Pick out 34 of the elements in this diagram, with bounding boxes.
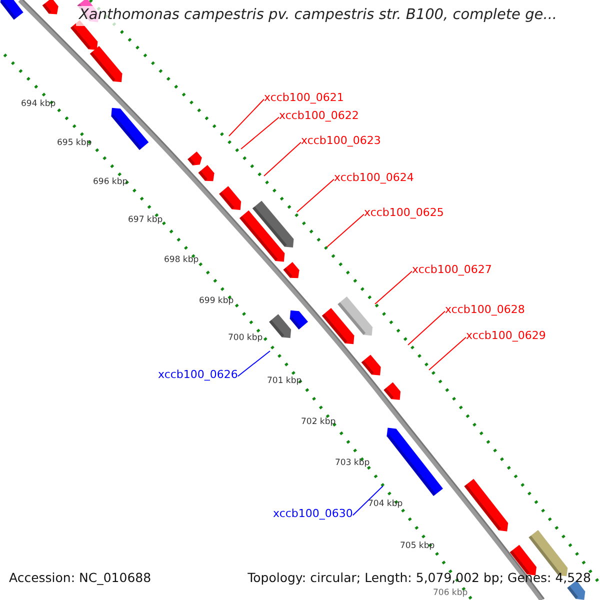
leader-line: [264, 142, 302, 176]
scale-label: 698 kbp: [164, 256, 199, 266]
scale-label: 694 kbp: [21, 100, 56, 110]
gene-label: xccb100_0628: [445, 304, 525, 316]
leader-line: [228, 98, 264, 136]
scale-label: 697 kbp: [128, 216, 163, 226]
leader-line: [408, 310, 446, 346]
gene-label: xccb100_0624: [334, 172, 414, 184]
gene-label: xccb100_0625: [364, 207, 444, 220]
scale-label: 704 kbp: [368, 500, 403, 510]
gene-label: xccb100_0629: [466, 330, 546, 342]
leader-line: [237, 350, 270, 377]
leader-line: [326, 214, 364, 248]
scale-label: 699 kbp: [199, 297, 234, 306]
scale-label: 706 kbp: [433, 589, 468, 598]
leader-line: [352, 486, 384, 516]
gene-label: xccb100_0626: [158, 369, 238, 382]
leader-line: [428, 336, 466, 370]
scale-label: 700 kbp: [228, 334, 263, 344]
scale-label: 702 kbp: [301, 418, 336, 428]
gene-label: xccb100_0622: [279, 110, 359, 122]
scale-label: 695 kbp: [57, 139, 92, 148]
scale-label: 696 kbp: [93, 178, 128, 188]
leader-line: [296, 178, 334, 212]
scale-label: 705 kbp: [400, 542, 435, 552]
accession-text: Accession: NC_010688: [9, 571, 152, 585]
gene-label: xccb100_0627: [412, 264, 492, 276]
gene-label: xccb100_0621: [264, 92, 344, 104]
leader-line: [240, 116, 280, 150]
scale-label: 703 kbp: [335, 459, 370, 468]
scale-label: 701 kbp: [267, 377, 302, 386]
gene-label: xccb100_0630: [273, 508, 353, 520]
gene-label: xccb100_0623: [301, 135, 381, 148]
leader-line: [374, 270, 412, 304]
